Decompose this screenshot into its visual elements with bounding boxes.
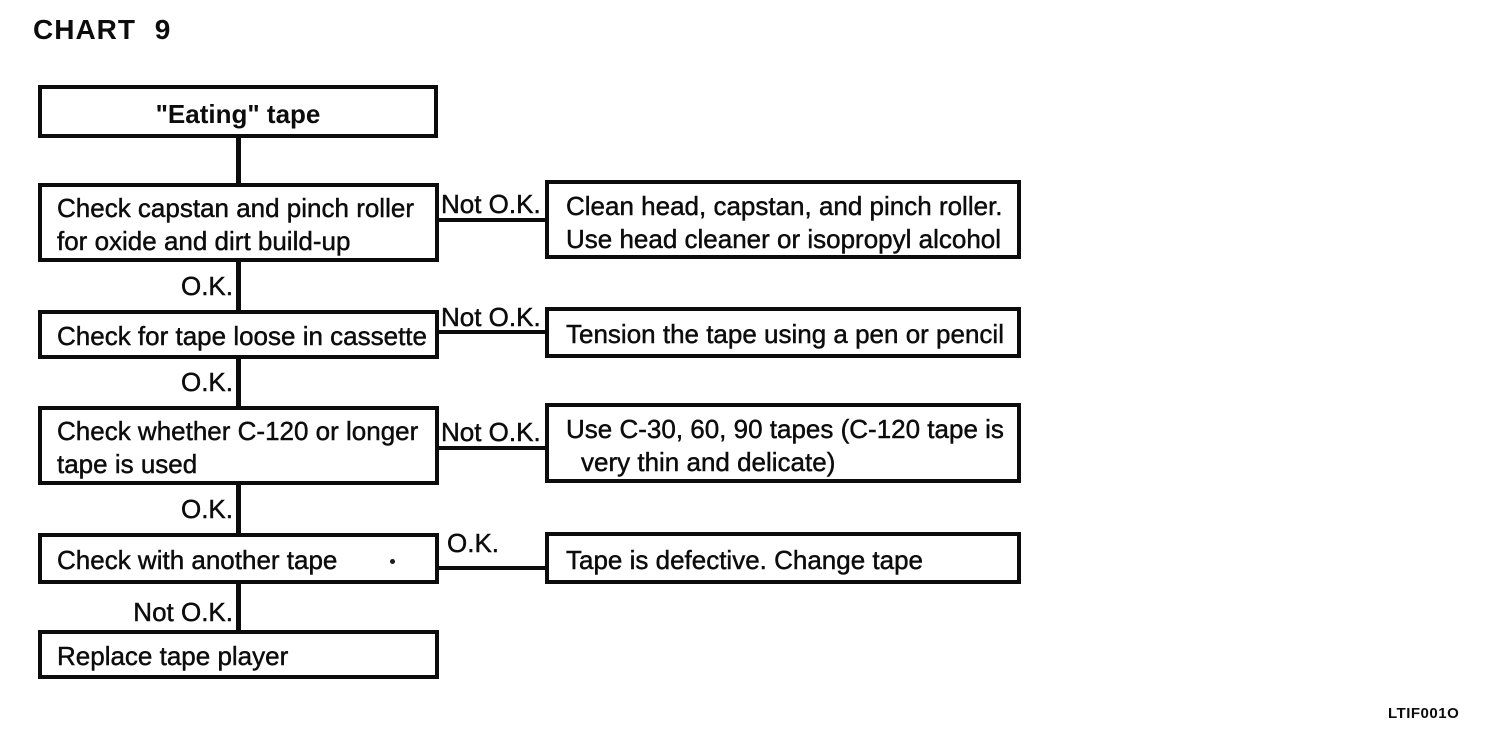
replace-player-line1: Replace tape player <box>57 641 289 671</box>
flow-box-check-capstan: Check capstan and pinch roller for oxide… <box>38 183 439 262</box>
connector-right-2 <box>437 330 547 334</box>
c120-line1: Check whether C-120 or longer <box>57 416 419 446</box>
flow-box-start-label: "Eating" tape <box>155 99 321 129</box>
clean-head-line1: Clean head, capstan, and pinch roller. <box>566 191 1003 221</box>
document-code: LTIF001O <box>1388 705 1460 722</box>
tape-loose-line1: Check for tape loose in cassette <box>57 321 427 351</box>
use-c30-line2: very thin and delicate) <box>581 447 836 477</box>
flow-box-tension-tape: Tension the tape using a pen or pencil <box>545 307 1021 358</box>
connector-right-4 <box>437 566 547 570</box>
branch-label-not-ok-3: Not O.K. <box>441 417 541 447</box>
branch-label-not-ok-1: Not O.K. <box>441 189 541 219</box>
pass-label-ok-2: O.K. <box>180 367 233 397</box>
connector-down-start <box>236 136 241 184</box>
pass-label-ok-1: O.K. <box>180 271 233 301</box>
flow-box-c120: Check whether C-120 or longer tape is us… <box>38 406 439 485</box>
pass-label-not-ok-4: Not O.K. <box>133 597 233 627</box>
use-c30-line1: Use C-30, 60, 90 tapes (C-120 tape is <box>566 414 1004 444</box>
c120-line2: tape is used <box>57 449 198 479</box>
check-capstan-line1: Check capstan and pinch roller <box>57 193 414 223</box>
connector-right-3 <box>437 446 547 450</box>
flow-box-tape-defective: Tape is defective. Change tape <box>545 532 1021 584</box>
flow-box-replace-player: Replace tape player <box>38 630 439 679</box>
clean-head-line2: Use head cleaner or isopropyl alcohol <box>566 224 1002 254</box>
flow-box-use-c30: Use C-30, 60, 90 tapes (C-120 tape is ve… <box>545 403 1021 483</box>
flow-box-start: "Eating" tape <box>38 85 438 138</box>
pass-label-ok-3: O.K. <box>180 494 233 524</box>
stray-dot-artifact <box>390 559 395 564</box>
connector-down-2 <box>236 358 241 407</box>
page-title: CHART 9 <box>33 14 172 45</box>
branch-label-ok-4: O.K. <box>447 528 500 558</box>
connector-down-4 <box>236 583 241 631</box>
check-capstan-line2: for oxide and dirt build-up <box>57 226 351 256</box>
connector-down-1 <box>236 260 241 311</box>
branch-label-not-ok-2: Not O.K. <box>441 302 541 332</box>
flow-box-another-tape: Check with another tape <box>38 533 439 584</box>
tape-defective-line1: Tape is defective. Change tape <box>566 545 924 575</box>
connector-down-3 <box>236 484 241 534</box>
connector-right-1 <box>437 218 547 222</box>
another-tape-line1: Check with another tape <box>57 545 338 575</box>
tension-tape-line1: Tension the tape using a pen or pencil <box>566 319 1004 349</box>
flow-box-tape-loose: Check for tape loose in cassette <box>38 310 439 359</box>
flow-box-clean-head: Clean head, capstan, and pinch roller. U… <box>545 180 1021 259</box>
